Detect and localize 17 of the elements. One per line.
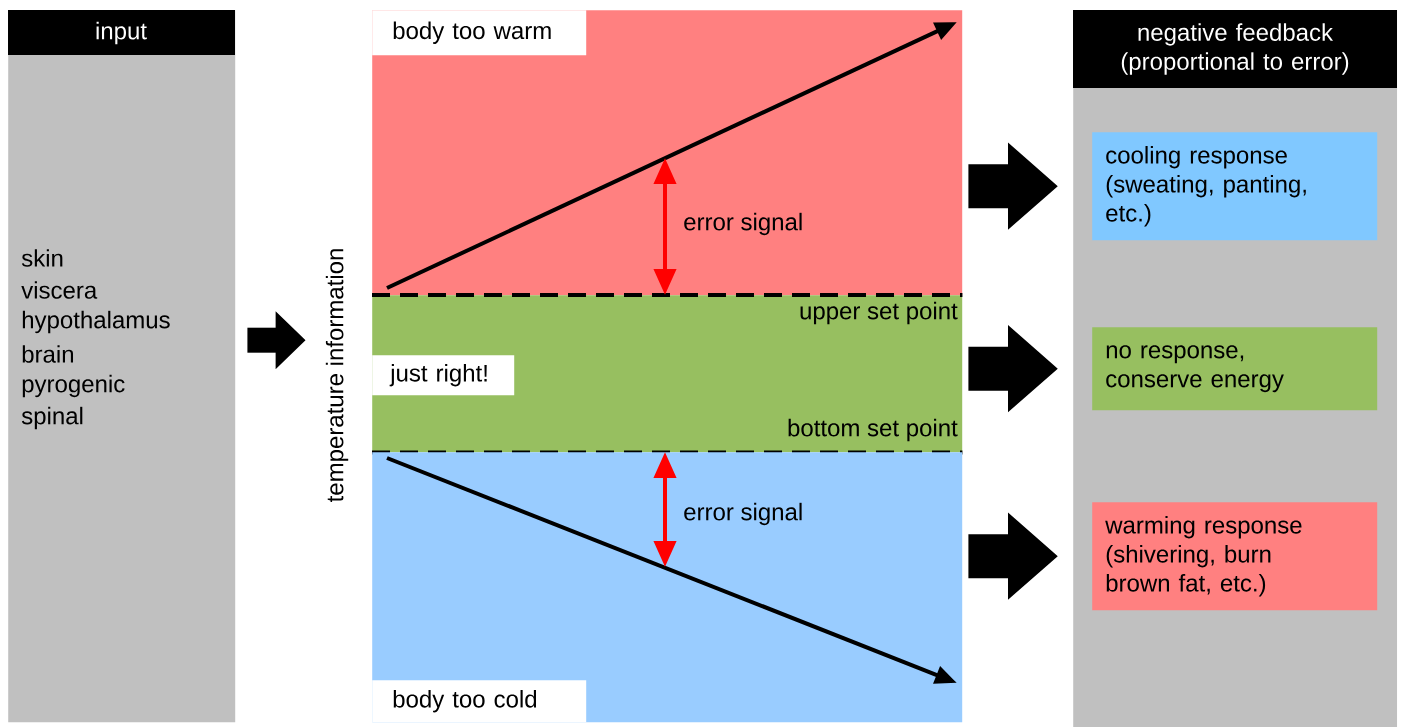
band-label: body too warm xyxy=(372,10,587,56)
response-box: cooling response (sweating, panting, etc.) xyxy=(1092,132,1378,241)
list-item: spinal xyxy=(21,406,83,430)
band-label: just right! xyxy=(372,355,515,396)
response-box: no response, conserve energy xyxy=(1092,327,1378,411)
set-point-label: upper set point xyxy=(800,301,958,325)
list-item: hypothalamus xyxy=(22,310,170,334)
list-item: pyrogenic xyxy=(22,374,125,398)
response-box: warming response (shivering, burn brown fat, etc.) xyxy=(1092,502,1378,611)
set-point-label: bottom set point xyxy=(788,418,958,442)
axis-label: temperature information xyxy=(325,249,349,503)
band-label: body too cold xyxy=(372,680,587,723)
error-label: error signal xyxy=(684,212,802,236)
error-label: error signal xyxy=(684,502,802,526)
list-item: viscera xyxy=(21,281,98,299)
list-item: brain xyxy=(22,345,73,363)
list-item: skin xyxy=(21,249,63,267)
